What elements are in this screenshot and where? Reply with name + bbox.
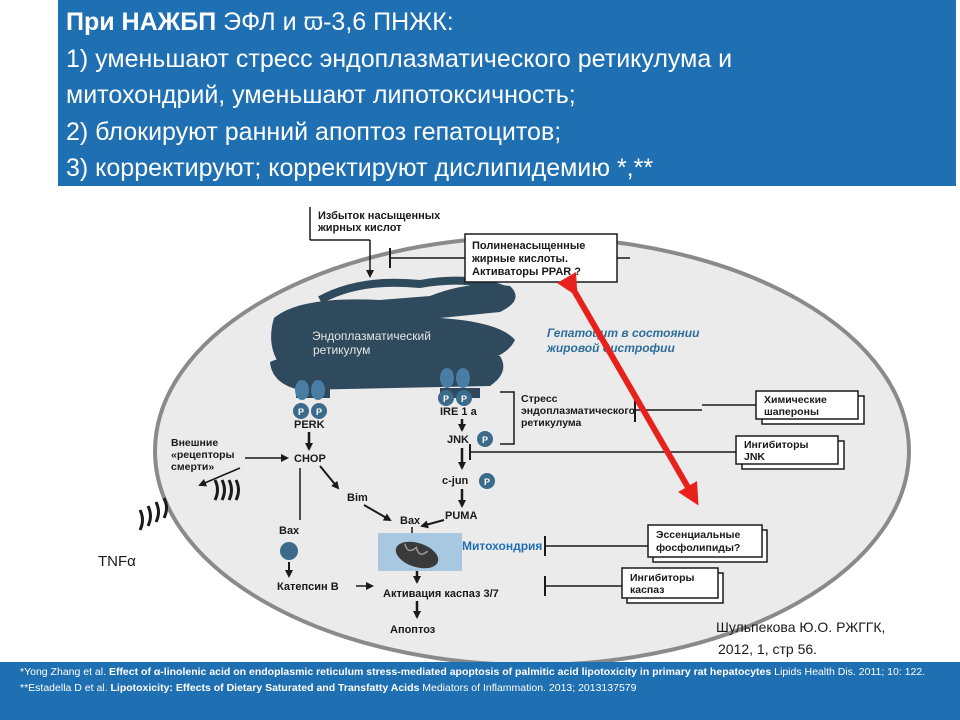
title-line-2: 1) уменьшают стресс эндоплазматического … bbox=[66, 44, 733, 73]
bax-icon bbox=[280, 542, 298, 560]
credit-line-1: Шульпекова Ю.О. РЖГГК, bbox=[716, 619, 886, 635]
excess-fa-label-1: Избыток насыщенных bbox=[318, 210, 441, 222]
ire1a-label: IRE 1 a bbox=[440, 406, 478, 418]
jnk-label: JNK bbox=[447, 434, 469, 446]
caspase-inhibitors-line-1: Ингибиторы bbox=[630, 572, 694, 584]
omega-symbol: ϖ bbox=[303, 8, 324, 36]
p-label: P bbox=[461, 394, 467, 404]
p-label: P bbox=[298, 407, 304, 417]
references-footer: *Yong Zhang et al. Effect of α-linolenic… bbox=[0, 662, 960, 720]
ephl-line-2: фосфолипиды? bbox=[656, 542, 740, 554]
jnk-inhibitors-line-1: Ингибиторы bbox=[744, 439, 808, 451]
slide-header: При НАЖБП ЭФЛ и ϖ-3,6 ПНЖК: 1) уменьшают… bbox=[0, 0, 960, 190]
title-box bbox=[58, 0, 956, 186]
title-line-1: При НАЖБП ЭФЛ и ϖ-3,6 ПНЖК: bbox=[66, 4, 946, 41]
p-label: P bbox=[482, 435, 488, 445]
death-receptor-icon bbox=[138, 479, 240, 531]
chop-label: CHOP bbox=[294, 453, 326, 465]
tnf-label: TNFα bbox=[98, 553, 136, 570]
source-credit: Шульпекова Ю.О. РЖГГК, 2012, 1, стр 56. bbox=[716, 616, 946, 660]
jnk-inhibitors-line-2: JNK bbox=[744, 451, 765, 463]
pufa-line-3: Активаторы PPAR ? bbox=[472, 266, 581, 278]
cathepsin-label: Катепсин В bbox=[277, 581, 339, 593]
title-line-4: 2) блокируют ранний апоптоз гепатоцитов; bbox=[66, 117, 562, 146]
title-line-5: 3) корректируют; корректируют дислипидем… bbox=[66, 154, 654, 182]
title-text: При НАЖБП ЭФЛ и ϖ-3,6 ПНЖК: 1) уменьшают… bbox=[66, 4, 946, 187]
cjun-label: c-jun bbox=[442, 475, 469, 487]
perk-receptor bbox=[293, 380, 327, 419]
bax-left-label: Bax bbox=[279, 525, 300, 537]
bim-label: Bim bbox=[347, 492, 368, 504]
pufa-line-1: Полиненасыщенные bbox=[472, 240, 585, 252]
title-line-3: митохондрий, уменьшают липотоксичность; bbox=[66, 81, 576, 109]
bax-center-label: Bax bbox=[400, 515, 421, 527]
title-bold: При НАЖБП bbox=[66, 8, 217, 36]
hepatocyte-label-1: Гепатоцит в состоянии bbox=[547, 326, 700, 340]
p-label: P bbox=[316, 407, 322, 417]
caspase-inhibitors-line-2: каспаз bbox=[630, 584, 664, 596]
credit-line-2: 2012, 1, стр 56. bbox=[718, 641, 818, 657]
reference-1: *Yong Zhang et al. Effect of α-linolenic… bbox=[20, 666, 926, 694]
title-rest: ЭФЛ и bbox=[223, 8, 297, 36]
chaperones-line-1: Химические bbox=[764, 394, 827, 406]
death-receptors-2: «рецепторы bbox=[171, 449, 235, 461]
p-label: P bbox=[443, 394, 449, 404]
mitochondrion-label: Митохондрия bbox=[462, 539, 542, 553]
death-receptors-1: Внешние bbox=[171, 437, 218, 449]
red-double-arrow bbox=[556, 271, 699, 506]
excess-fa-label-2: жирных кислот bbox=[317, 222, 402, 234]
p-label: P bbox=[484, 477, 490, 487]
mitochondrion-icon bbox=[395, 541, 439, 569]
title-tail: -3,6 ПНЖК: bbox=[323, 8, 454, 36]
er-label-1: Эндоплазматический bbox=[312, 329, 431, 343]
death-receptors-3: смерти» bbox=[171, 461, 214, 473]
chaperones-line-2: шапероны bbox=[764, 406, 819, 418]
apoptosis-label: Апоптоз bbox=[390, 624, 436, 636]
er-stress-1: Стресс bbox=[521, 393, 558, 405]
perk-label: PERK bbox=[294, 419, 325, 431]
er-label-2: ретикулум bbox=[313, 343, 370, 357]
er-stress-3: ретикулума bbox=[521, 417, 582, 429]
ire1a-receptor bbox=[438, 368, 472, 406]
caspase-activation-label: Активация каспаз 3/7 bbox=[383, 588, 499, 600]
ephl-line-1: Эссенциальные bbox=[656, 529, 741, 541]
cjun-phospho bbox=[479, 473, 495, 489]
puma-label: PUMA bbox=[445, 510, 477, 522]
pufa-line-2: жирные кислоты. bbox=[471, 253, 568, 265]
jnk-phospho bbox=[477, 431, 493, 447]
er-stress-2: эндоплазматического bbox=[521, 405, 635, 417]
